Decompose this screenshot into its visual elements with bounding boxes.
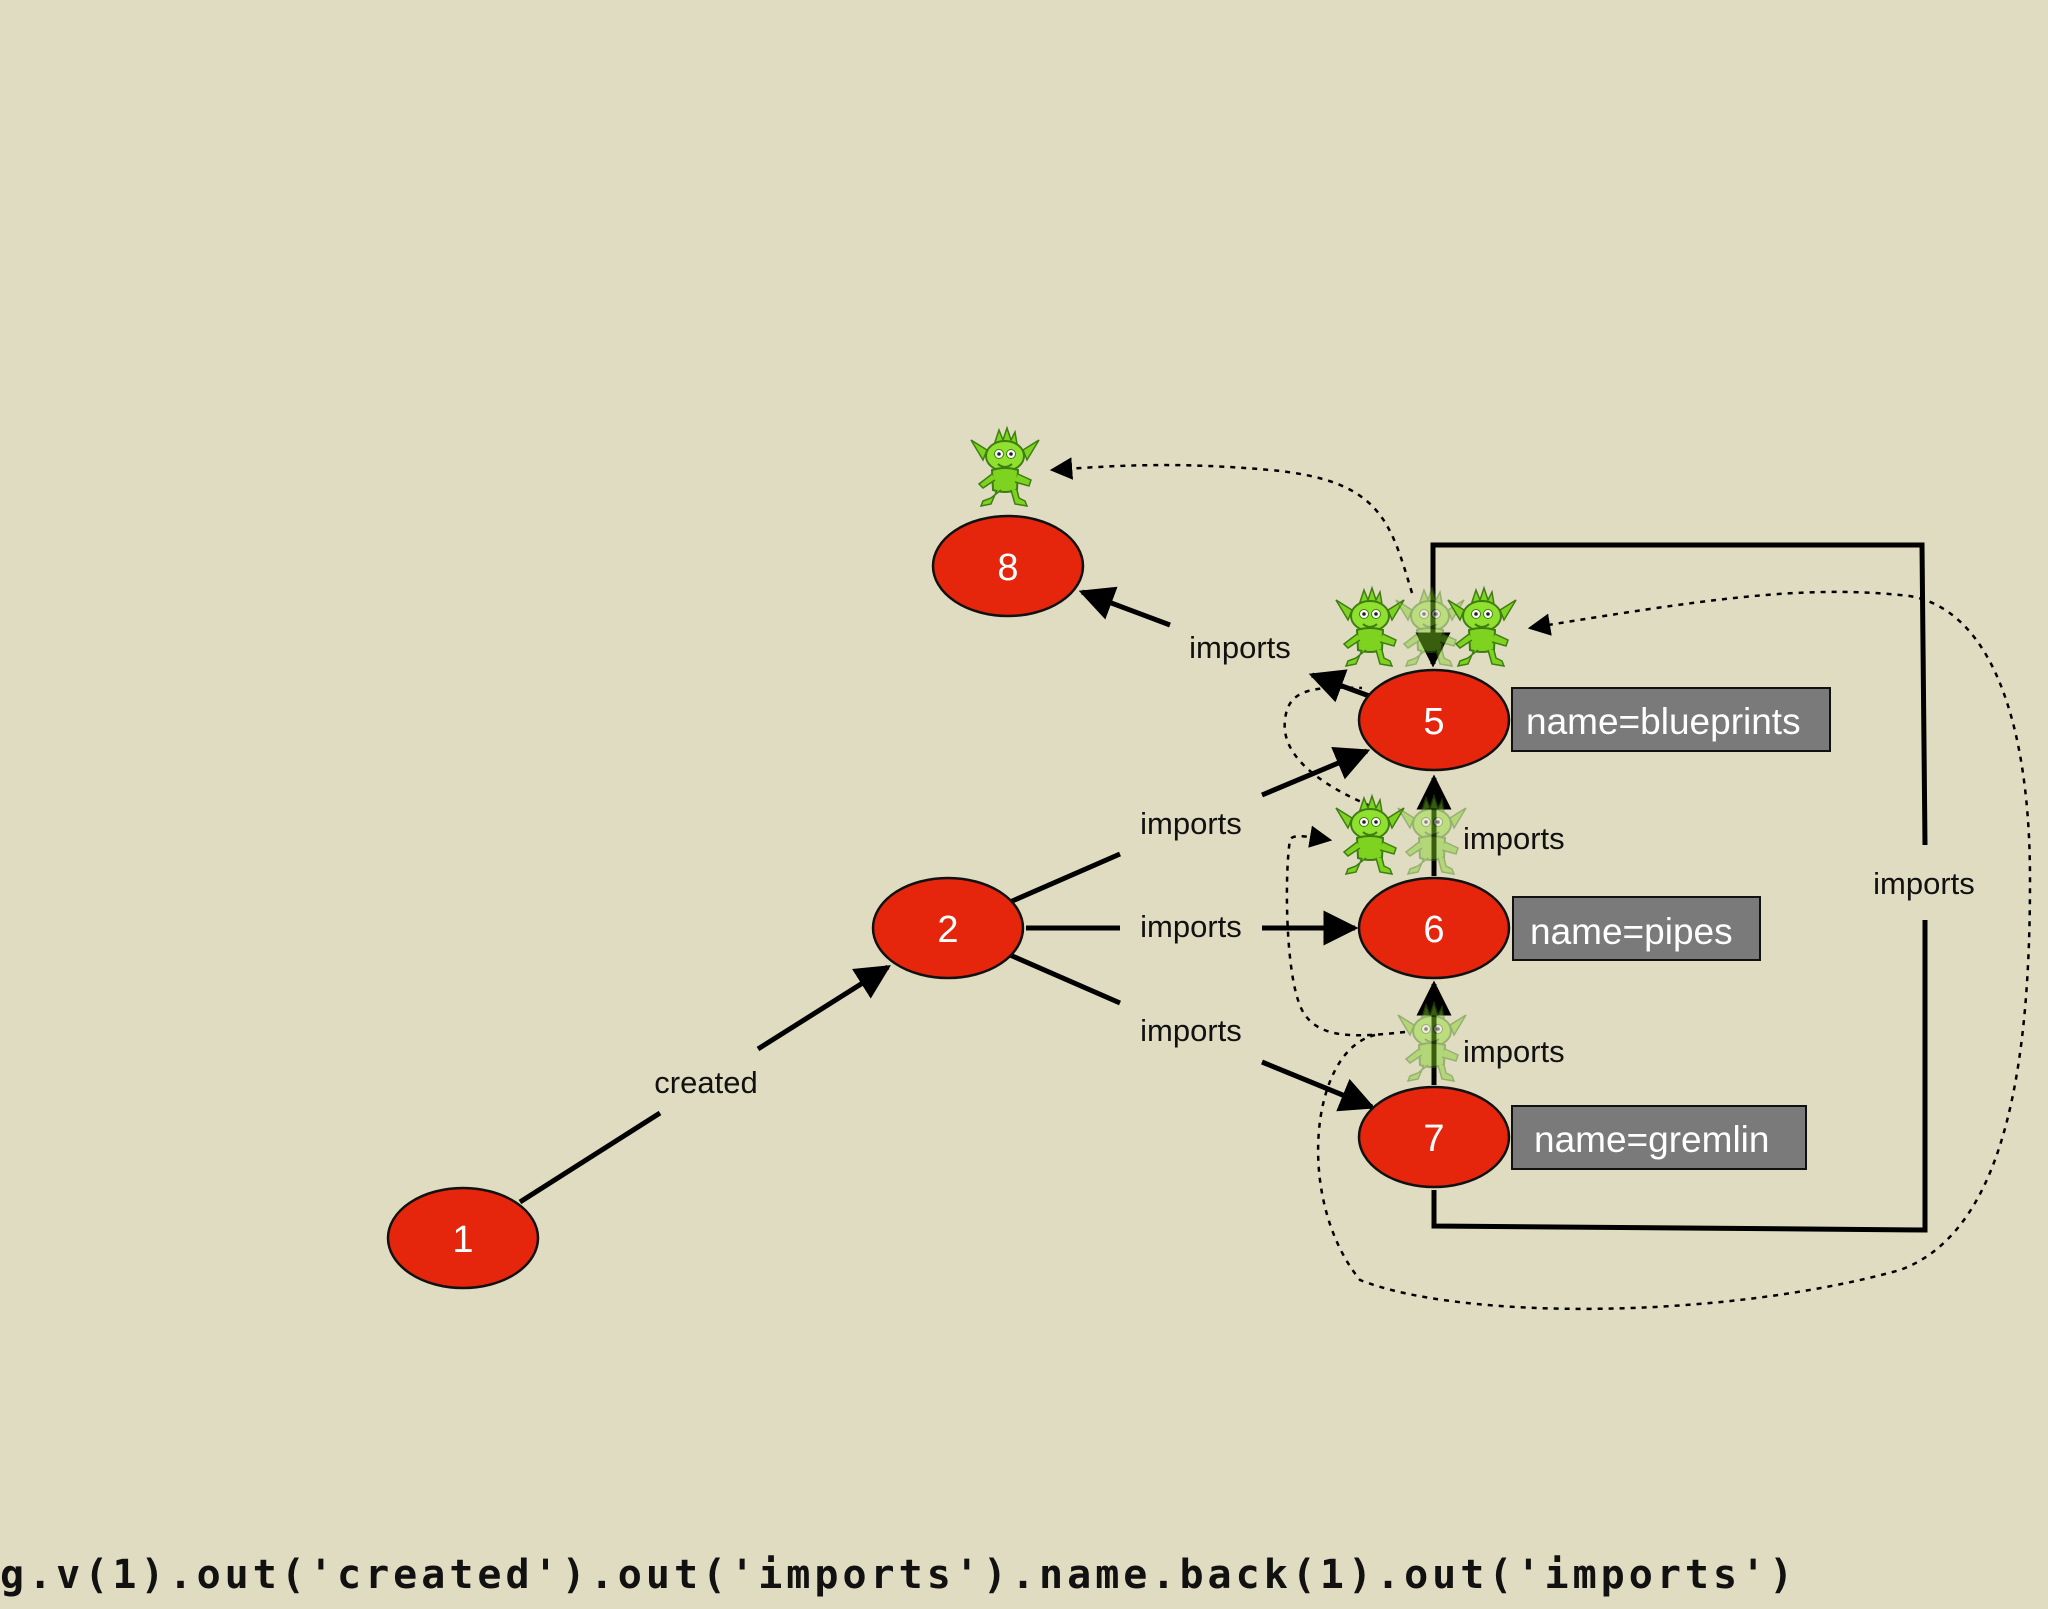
property-box-blueprints: name=blueprints: [1511, 687, 1831, 752]
edge-label-2-7: imports: [1140, 1013, 1242, 1048]
property-label-pipes: name=pipes: [1530, 911, 1733, 952]
edge-label-2-6: imports: [1140, 909, 1242, 944]
edge-5-8-line-b: [1078, 586, 1171, 628]
edge-2-7-line-b: [1261, 1059, 1376, 1112]
node-1-label: 1: [452, 1219, 473, 1261]
edge-7-5-line-a: [1431, 920, 1928, 1233]
edge-created-line-b: [756, 964, 891, 1052]
traversal-path-to-8: [1049, 457, 1414, 594]
node-6-label: 6: [1423, 909, 1444, 951]
node-1[interactable]: 1: [386, 1186, 540, 1290]
property-box-gremlin: name=gremlin: [1511, 1105, 1807, 1170]
edge-label-6-5: imports: [1463, 821, 1565, 856]
edge-label-7-6: imports: [1463, 1034, 1565, 1069]
property-label-blueprints: name=blueprints: [1526, 701, 1801, 742]
edge-2-5-line-a: [1009, 851, 1121, 905]
traversal-path-to-6: [1285, 825, 1406, 1037]
edge-5-8-line-a: [1308, 669, 1373, 703]
edge-2-7-line-a: [1009, 952, 1121, 1006]
node-7[interactable]: 7: [1357, 1085, 1511, 1189]
gremlin-icon: [1335, 587, 1405, 667]
traversal-path-to-5: [1316, 590, 2032, 1311]
node-8-label: 8: [997, 547, 1018, 589]
node-7-label: 7: [1423, 1118, 1444, 1160]
gremlin-query: g.v(1).out('created').out('imports').nam…: [0, 1552, 1798, 1598]
gremlin-icon: [1335, 795, 1405, 875]
node-6[interactable]: 6: [1357, 876, 1511, 980]
edge-label-7-5: imports: [1873, 866, 1975, 901]
node-5-label: 5: [1423, 701, 1444, 743]
edge-label-created: created: [654, 1065, 757, 1100]
gremlin-icon: [1395, 587, 1465, 667]
node-5[interactable]: 5: [1357, 668, 1511, 772]
gremlin-icon: [1447, 587, 1517, 667]
node-2[interactable]: 2: [871, 876, 1025, 980]
edge-2-5-line-b: [1261, 747, 1371, 798]
traversal-path-loop-5: [1283, 686, 1381, 812]
property-box-pipes: name=pipes: [1512, 896, 1761, 961]
edge-label-5-8: imports: [1189, 630, 1291, 665]
edge-label-2-5: imports: [1140, 806, 1242, 841]
node-8[interactable]: 8: [931, 514, 1085, 618]
property-label-gremlin: name=gremlin: [1534, 1119, 1769, 1160]
edge-created-line-a: [518, 1110, 662, 1205]
node-2-label: 2: [937, 909, 958, 951]
gremlin-icon: [970, 427, 1040, 507]
